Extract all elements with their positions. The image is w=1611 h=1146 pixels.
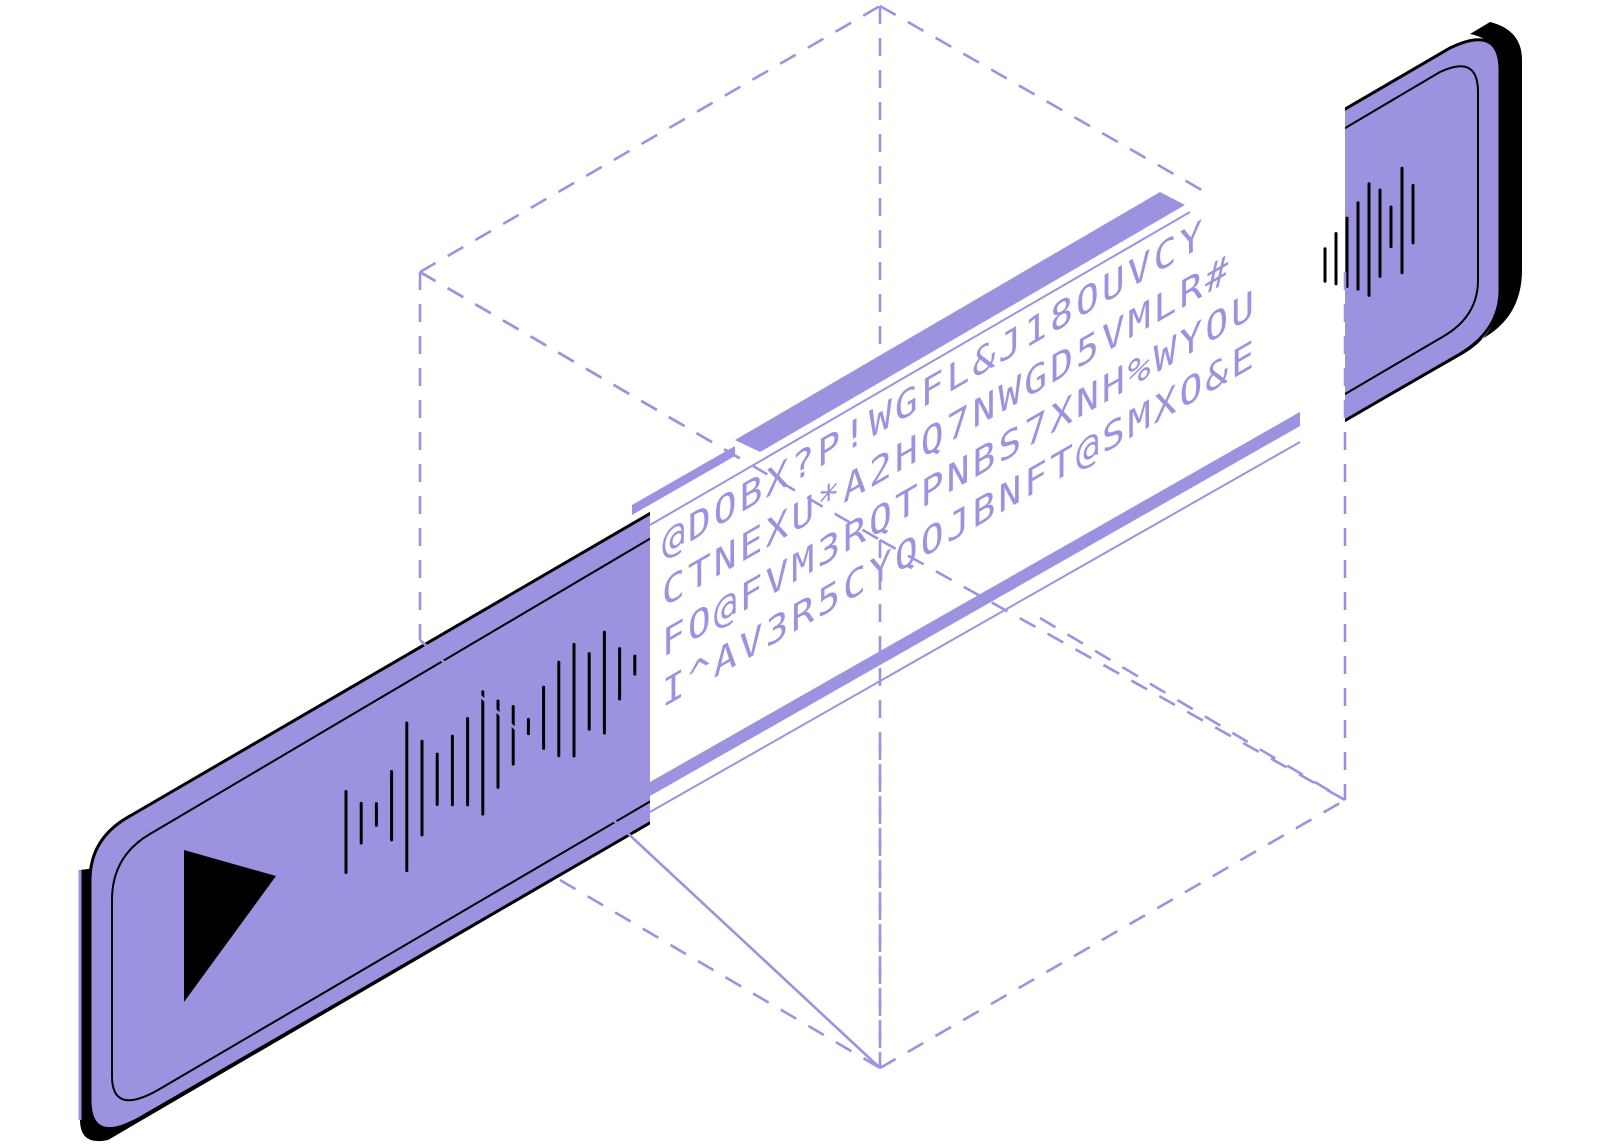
player-face-left: [88, 38, 650, 1131]
wireframe-cube-front: [419, 270, 1347, 1070]
waveform-right: [1323, 166, 1415, 297]
player-face-right: [1345, 38, 1502, 1131]
window-top-stripe: [632, 446, 735, 515]
play-icon[interactable]: [184, 850, 276, 1002]
waveform-left: [344, 630, 637, 874]
audio-player-bar: [78, 22, 1522, 1142]
encryption-window: @DOBX?P!WGFL&J18OUVCY CTNEXU*A2HQ7NWGD5V…: [632, 110, 1345, 870]
